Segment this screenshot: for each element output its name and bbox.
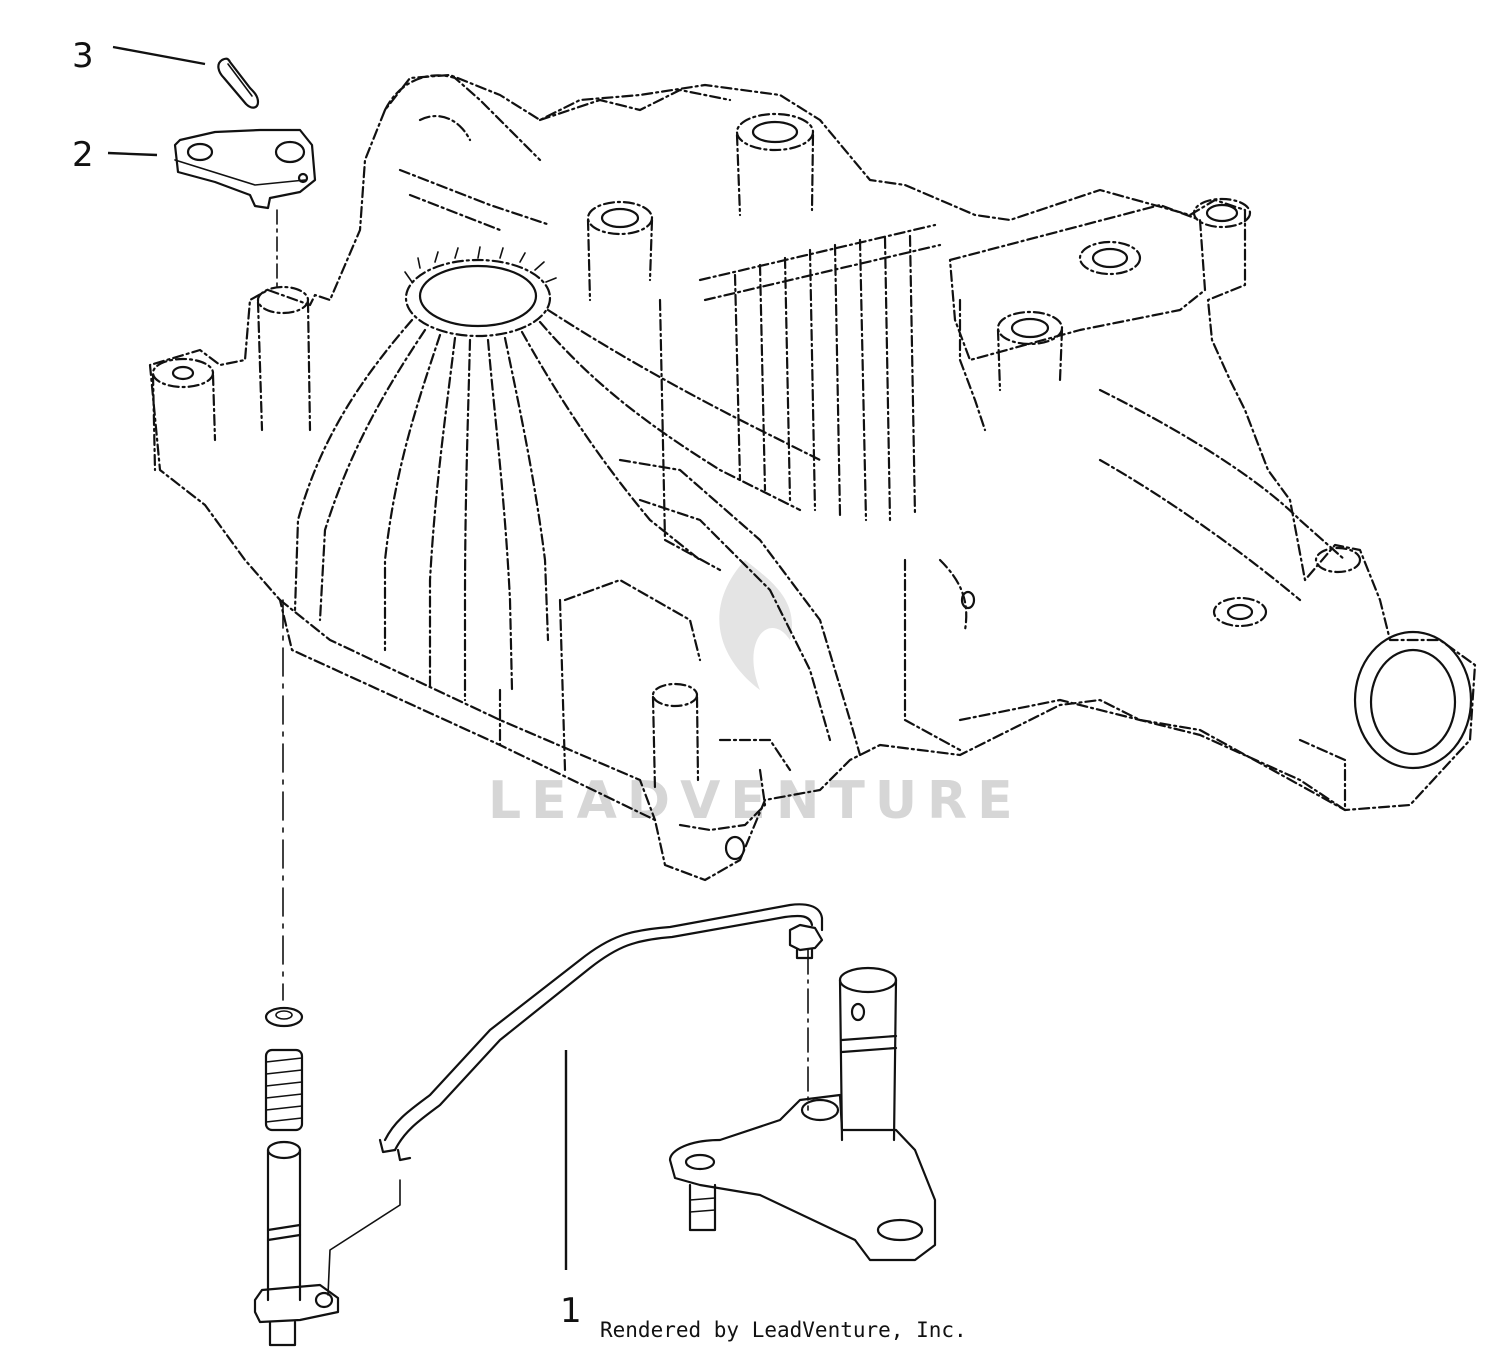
roll-pin-part-3: [217, 57, 260, 109]
control-rod-part-1: [378, 903, 824, 1162]
transaxle-housing: [148, 73, 1477, 882]
callout-1: 1: [560, 1050, 582, 1331]
right-shaft-assembly: [668, 966, 937, 1262]
callout-label-2: 2: [72, 135, 94, 175]
render-credit: Rendered by LeadVenture, Inc.: [600, 1318, 967, 1342]
callout-2: 2: [72, 135, 158, 175]
control-arm-part-2: [173, 128, 317, 210]
callout-label-1: 1: [560, 1291, 582, 1331]
watermark: LEADVENTURE: [488, 560, 1013, 831]
left-shaft-assembly: [253, 1006, 401, 1347]
assembly-centerlines: [276, 209, 809, 1111]
callout-3: 3: [72, 36, 206, 76]
callout-label-3: 3: [72, 36, 94, 76]
watermark-flame-icon: [719, 560, 792, 690]
